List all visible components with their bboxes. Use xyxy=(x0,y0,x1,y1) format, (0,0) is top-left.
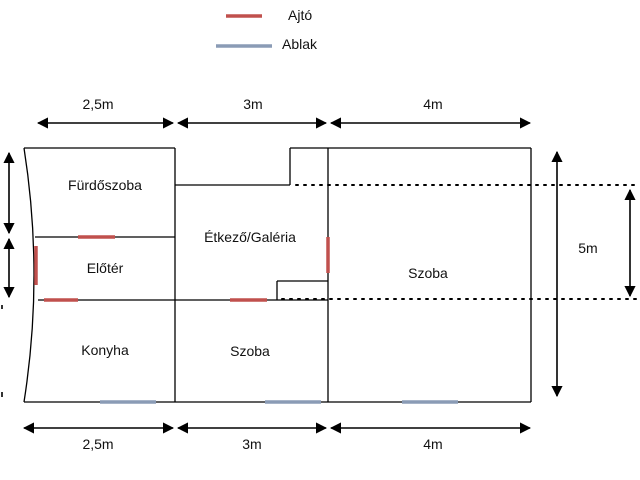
left-dimensions xyxy=(1,151,15,397)
dimension-label-top-3: 4m xyxy=(423,96,442,112)
wall-left-curved xyxy=(23,147,35,403)
dimension-label-top-2: 3m xyxy=(243,96,262,112)
legend: Ajtó Ablak xyxy=(216,7,318,52)
doors xyxy=(34,235,330,302)
legend-door-label: Ajtó xyxy=(288,7,312,23)
dimension-label-top-1: 2,5m xyxy=(82,96,113,112)
room-label-room-large: Szoba xyxy=(408,265,448,281)
room-label-room-middle: Szoba xyxy=(230,343,270,359)
dimension-label-right: 5m xyxy=(578,240,597,256)
room-label-dining: Étkező/Galéria xyxy=(204,229,296,245)
room-label-bathroom: Fürdőszoba xyxy=(68,177,142,193)
dimension-label-bottom-1: 2,5m xyxy=(82,436,113,452)
top-dimensions: 2,5m 3m 4m xyxy=(36,96,532,129)
gallery-guide-lines xyxy=(281,184,637,300)
bottom-dimensions: 2,5m 3m 4m xyxy=(22,422,532,452)
right-dimensions: 5m xyxy=(551,150,636,398)
room-labels: Fürdőszoba Előtér Konyha Étkező/Galéria … xyxy=(68,177,448,359)
dimension-label-bottom-3: 4m xyxy=(423,436,442,452)
legend-window-label: Ablak xyxy=(282,36,318,52)
room-label-hallway: Előtér xyxy=(87,260,124,276)
room-label-kitchen: Konyha xyxy=(81,342,129,358)
dimension-label-bottom-2: 3m xyxy=(242,436,261,452)
